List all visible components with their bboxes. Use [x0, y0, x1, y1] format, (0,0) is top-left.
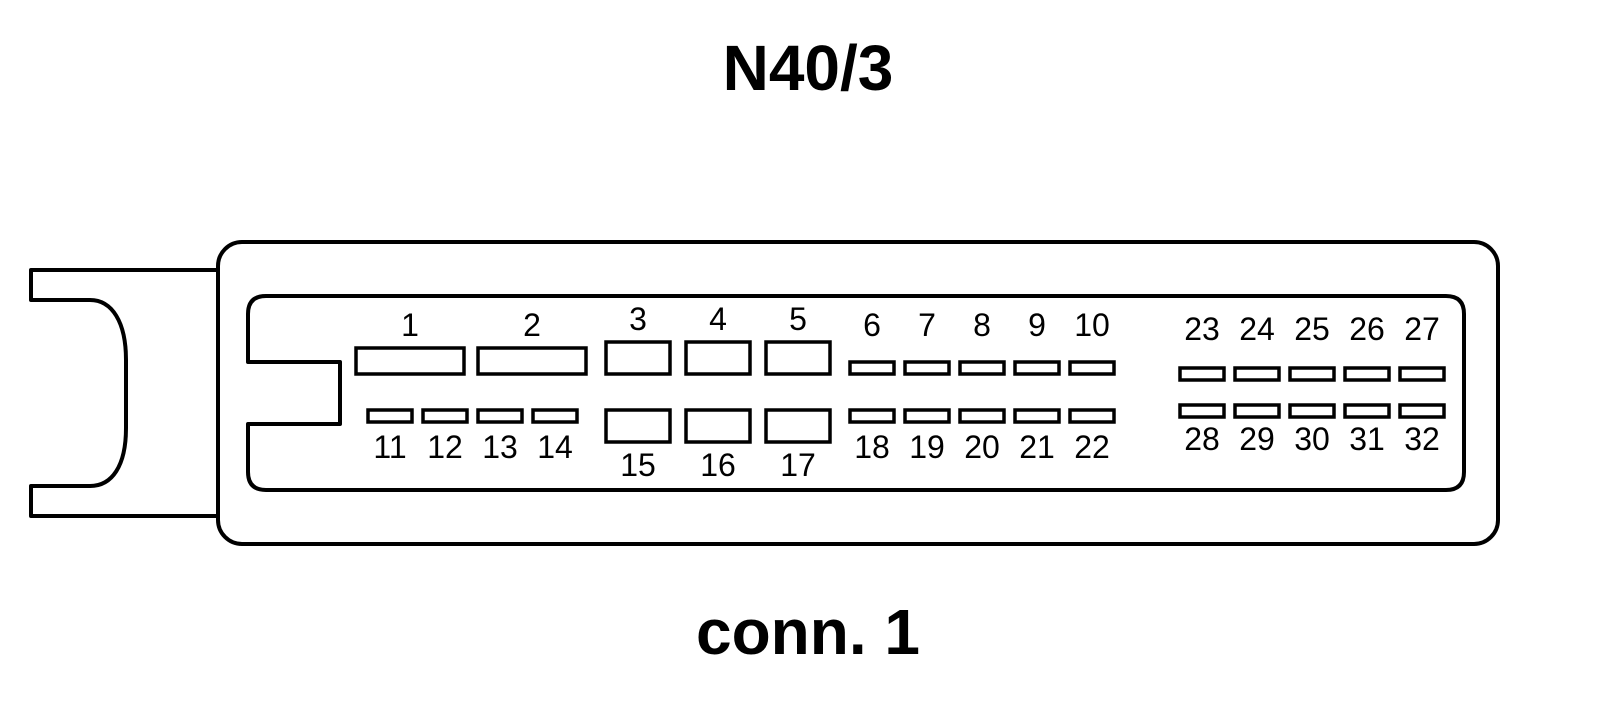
pin-label-7: 7 [918, 307, 936, 343]
pin-label-24: 24 [1239, 311, 1275, 347]
pin-1 [354, 346, 466, 376]
pin-29 [1233, 403, 1281, 419]
pin-26 [1343, 366, 1391, 382]
connector-housing [216, 240, 1500, 546]
pin-19 [903, 408, 951, 424]
pin-label-14: 14 [537, 429, 573, 465]
connector-title: conn. 1 [696, 596, 920, 668]
pin-16 [684, 408, 752, 444]
pin-label-20: 20 [964, 429, 1000, 465]
pin-21 [1013, 408, 1061, 424]
pin-label-6: 6 [863, 307, 881, 343]
pin-label-8: 8 [973, 307, 991, 343]
pin-label-15: 15 [620, 447, 656, 483]
pin-label-16: 16 [700, 447, 736, 483]
pin-30 [1288, 403, 1336, 419]
pin-8 [958, 360, 1006, 376]
pin-label-25: 25 [1294, 311, 1330, 347]
pin-24 [1233, 366, 1281, 382]
pin-9 [1013, 360, 1061, 376]
pin-label-4: 4 [709, 301, 727, 337]
pin-12 [421, 408, 469, 424]
pin-label-29: 29 [1239, 421, 1275, 457]
pin-label-26: 26 [1349, 311, 1385, 347]
pin-label-28: 28 [1184, 421, 1220, 457]
pin-3 [604, 340, 672, 376]
pin-31 [1343, 403, 1391, 419]
pin-label-22: 22 [1074, 429, 1110, 465]
pin-4 [684, 340, 752, 376]
pin-32 [1398, 403, 1446, 419]
pin-27 [1398, 366, 1446, 382]
pin-28 [1178, 403, 1226, 419]
pin-14 [531, 408, 579, 424]
pin-label-23: 23 [1184, 311, 1220, 347]
pin-11 [366, 408, 414, 424]
pin-7 [903, 360, 951, 376]
pin-label-3: 3 [629, 301, 647, 337]
pin-label-27: 27 [1404, 311, 1440, 347]
pin-label-30: 30 [1294, 421, 1330, 457]
pin-label-5: 5 [789, 301, 807, 337]
pin-label-1: 1 [401, 307, 419, 343]
pin-label-12: 12 [427, 429, 463, 465]
pin-label-31: 31 [1349, 421, 1385, 457]
pin-label-21: 21 [1019, 429, 1055, 465]
pin-label-17: 17 [780, 447, 816, 483]
pin-label-18: 18 [854, 429, 890, 465]
pin-18 [848, 408, 896, 424]
pin-23 [1178, 366, 1226, 382]
pin-label-10: 10 [1074, 307, 1110, 343]
pin-13 [476, 408, 524, 424]
connector-cavity [246, 294, 1466, 492]
pin-17 [764, 408, 832, 444]
pin-label-11: 11 [373, 429, 406, 465]
pin-label-13: 13 [482, 429, 518, 465]
pin-5 [764, 340, 832, 376]
pin-10 [1068, 360, 1116, 376]
pin-label-19: 19 [909, 429, 945, 465]
pin-2 [476, 346, 588, 376]
pin-label-9: 9 [1028, 307, 1046, 343]
pin-22 [1068, 408, 1116, 424]
pin-20 [958, 408, 1006, 424]
pin-label-32: 32 [1404, 421, 1440, 457]
pin-6 [848, 360, 896, 376]
pin-15 [604, 408, 672, 444]
pin-label-2: 2 [523, 307, 541, 343]
pin-25 [1288, 366, 1336, 382]
component-title: N40/3 [723, 32, 894, 104]
connector-latch-tab [29, 268, 218, 518]
